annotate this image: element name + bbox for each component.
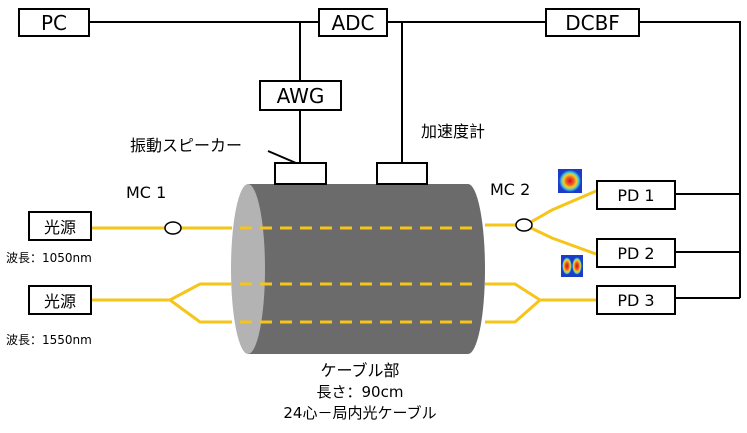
fiber-split-upper-left [169,282,232,302]
pd3-box: PD 3 [596,285,676,315]
cable-length: 長さ：90cm [316,383,404,401]
wire-dcbf-right [640,21,741,298]
cylinder-body [248,184,468,354]
pd1-box: PD 1 [596,180,676,210]
fiber-join-upper-right [485,282,541,302]
optical-fibers [92,189,597,324]
mc1-coupler-icon [164,221,182,235]
accelerometer-label: 加速度計 [421,122,486,141]
mc1-label: MC 1 [126,183,167,202]
cable-cylinder [231,184,485,354]
mode-lp11-icon [561,255,583,277]
accelerometer-box [376,162,428,185]
pd2-box: PD 2 [596,238,676,268]
cable-title: ケーブル部 [320,361,400,380]
dcbf-box: DCBF [545,8,640,37]
cylinder-left-end [231,184,265,354]
mode-lp01-icon [558,169,582,193]
mc2-coupler-icon [515,218,533,232]
mc2-label: MC 2 [490,180,531,199]
speaker-box [274,162,327,185]
awg-box: AWG [259,80,342,111]
fibers-inside-cable [240,226,480,324]
adc-box: ADC [318,8,388,37]
cable-type: 24心－局内光ケーブル [283,404,437,422]
wavelength-1-label: 波長：1050nm [6,251,92,265]
speaker-label: 振動スピーカー [130,136,243,155]
pc-box: PC [18,8,90,37]
cylinder-right-end [451,184,485,354]
signal-wiring [90,21,741,299]
fiber-split-lower-left [169,298,232,324]
fiber-mc2-pd1 [530,189,597,224]
fiber-join-lower-right [485,298,541,324]
light-source-2-box: 光源 [28,285,92,315]
fiber-mc2-pd2 [530,226,597,256]
wavelength-2-label: 波長：1550nm [6,333,92,347]
light-source-1-box: 光源 [28,211,92,241]
